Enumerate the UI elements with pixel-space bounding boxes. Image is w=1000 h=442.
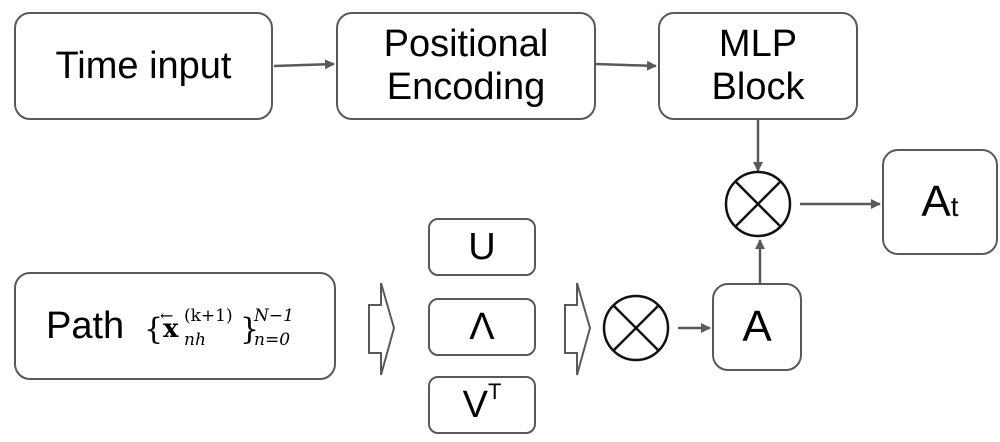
- lambda-label: Λ: [469, 305, 495, 348]
- at-box: At: [882, 149, 998, 255]
- math-arrow-accent: ←: [160, 306, 174, 325]
- vt-superscript: T: [487, 379, 502, 405]
- hollow-arrow-icon: [368, 282, 396, 376]
- hollow-arrow-icon: [564, 282, 592, 376]
- multiply-icon: [602, 294, 670, 362]
- multiply-icon: [724, 170, 792, 238]
- math-right-brace: }: [240, 312, 260, 347]
- math-upper-bound: N−1: [254, 306, 294, 326]
- math-superscript: (k+1): [184, 306, 233, 326]
- arrow-encoding-to-mlp: [595, 60, 657, 71]
- a-label: A: [742, 302, 772, 351]
- vt-label: VT: [462, 379, 502, 426]
- positional-encoding-box: Positional Encoding: [336, 12, 596, 120]
- arrow-time-to-encoding: [273, 59, 335, 70]
- math-subscript: nh: [184, 330, 206, 350]
- math-lower-bound: n=0: [254, 330, 291, 350]
- u-box: U: [428, 218, 536, 276]
- at-subscript: t: [950, 191, 959, 222]
- vt-box: VT: [428, 376, 536, 434]
- at-label: At: [921, 177, 959, 226]
- math-left-brace: {: [144, 312, 164, 347]
- path-label: Path: [46, 304, 125, 347]
- math-variable: x: [163, 314, 179, 344]
- u-label: U: [468, 225, 496, 268]
- mlp-block-label: MLP Block: [711, 23, 805, 108]
- path-set-expression: { ← x (k+1) nh } N−1 n=0: [144, 306, 334, 366]
- path-box: Path: [14, 272, 336, 380]
- lambda-box: Λ: [428, 298, 536, 356]
- positional-encoding-label: Positional Encoding: [383, 23, 549, 108]
- time-input-label: Time input: [55, 44, 232, 87]
- mlp-block-box: MLP Block: [658, 12, 858, 120]
- a-box: A: [712, 283, 802, 371]
- time-input-box: Time input: [14, 12, 273, 120]
